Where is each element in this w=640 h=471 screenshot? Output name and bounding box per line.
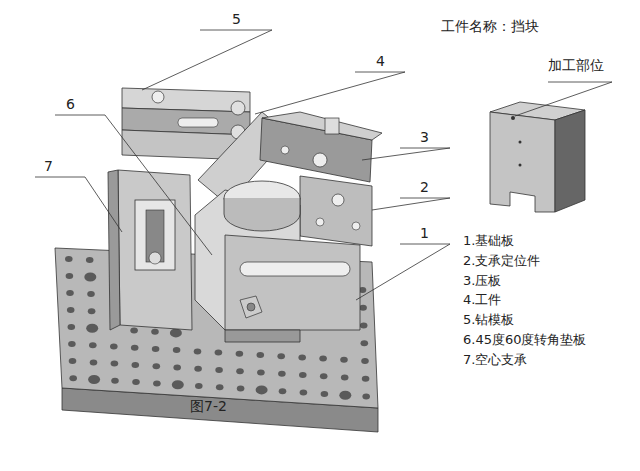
plate-hole (132, 379, 140, 385)
plate-hole (279, 388, 287, 394)
plate-hole (256, 385, 268, 394)
plate-hole (236, 351, 244, 357)
plate-hole (87, 291, 95, 297)
plate-hole (131, 345, 139, 351)
plate-hole (278, 371, 286, 377)
plate-hole (110, 344, 118, 350)
callout-number: 7 (44, 159, 53, 174)
plate-hole (236, 368, 244, 374)
plate-hole (341, 375, 349, 381)
plate-hole (89, 342, 97, 348)
machining-note: 加工部位 (548, 58, 604, 73)
callout-number: 6 (66, 97, 75, 112)
plate-hole (86, 257, 94, 263)
workpiece-name: 工件名称：挡块 (441, 19, 539, 34)
plate-hole (173, 347, 181, 353)
figure-caption: 图7-2 (190, 399, 227, 414)
part-list-item: 1.基础板 (463, 234, 514, 248)
plate-hole (172, 380, 184, 389)
callout-number: 3 (420, 130, 429, 145)
plate-hole (111, 361, 119, 367)
plate-hole (153, 380, 161, 386)
plate-hole (65, 256, 73, 262)
plate-hole (216, 384, 224, 390)
plate-hole (319, 356, 327, 362)
plate-hole (130, 328, 138, 334)
plate-hole (69, 358, 77, 364)
plate-hole (67, 307, 75, 313)
plate-hole (66, 273, 74, 279)
plate-hole (361, 340, 369, 346)
support-locator (300, 176, 372, 246)
plate-hole (88, 308, 96, 314)
angle-shim (195, 181, 360, 342)
plate-hole (320, 373, 328, 379)
callout-number: 4 (376, 54, 385, 69)
plate-hole (173, 364, 181, 370)
plate-hole (195, 383, 203, 389)
plate-hole (257, 352, 265, 358)
hollow-support (108, 170, 192, 330)
part-list-item: 7.空心支承 (463, 353, 527, 367)
plate-hole (215, 350, 223, 356)
plate-hole (68, 324, 76, 330)
clamp-plate (260, 112, 382, 182)
plate-hole (194, 348, 202, 354)
plate-hole (321, 391, 329, 397)
part-list-item: 4.工件 (463, 293, 501, 307)
plate-hole (299, 372, 307, 378)
plate-hole (237, 386, 245, 392)
plate-hole (88, 375, 100, 384)
part-list-item: 5.钻模板 (463, 313, 514, 327)
plate-hole (66, 290, 74, 296)
plate-hole (298, 354, 306, 360)
plate-hole (170, 328, 182, 337)
plate-hole (68, 341, 76, 347)
plate-hole (152, 346, 160, 352)
plate-hole (69, 375, 77, 381)
plate-hole (339, 391, 351, 400)
part-list-item: 2.支承定位件 (463, 254, 540, 268)
plate-hole (300, 390, 308, 396)
plate-hole (362, 394, 370, 400)
part-list-item: 6.45度60度转角垫板 (463, 333, 587, 347)
plate-hole (194, 366, 202, 372)
plate-hole (277, 353, 285, 359)
plate-hole (340, 357, 348, 363)
plate-hole (360, 323, 368, 329)
leader-lines (35, 30, 612, 300)
part-list-item: 3.压板 (463, 274, 501, 288)
plate-hole (362, 376, 370, 382)
callout-number: 5 (232, 12, 241, 27)
plate-hole (111, 378, 119, 384)
plate-hole (90, 359, 98, 365)
plate-hole (257, 370, 265, 376)
plate-hole (132, 362, 140, 368)
callout-number: 1 (420, 226, 429, 241)
plate-hole (86, 324, 98, 333)
plate-hole (84, 273, 96, 282)
plate-hole (215, 367, 223, 373)
plate-hole (151, 329, 159, 335)
plate-hole (361, 358, 369, 364)
plate-hole (359, 305, 367, 311)
plate-hole (153, 363, 161, 369)
callout-number: 2 (420, 180, 429, 195)
workpiece-sketch (490, 102, 585, 212)
